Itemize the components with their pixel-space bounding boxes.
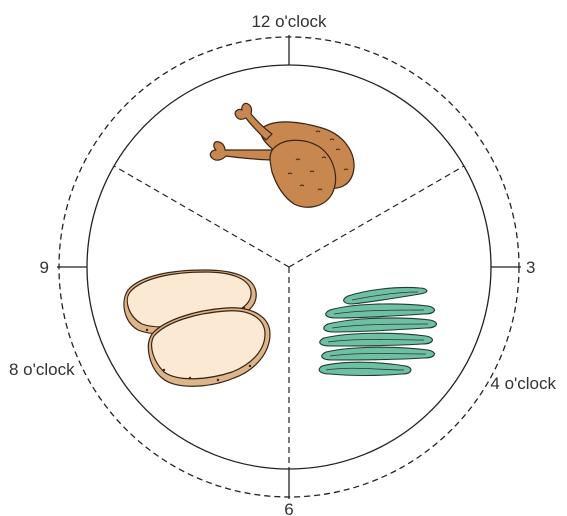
label-12-oclock: 12 o'clock bbox=[251, 12, 327, 31]
label-3: 3 bbox=[526, 258, 535, 277]
label-9: 9 bbox=[40, 258, 49, 277]
label-6: 6 bbox=[284, 500, 293, 516]
label-8-oclock: 8 o'clock bbox=[9, 360, 75, 379]
label-4-oclock: 4 o'clock bbox=[490, 374, 556, 393]
